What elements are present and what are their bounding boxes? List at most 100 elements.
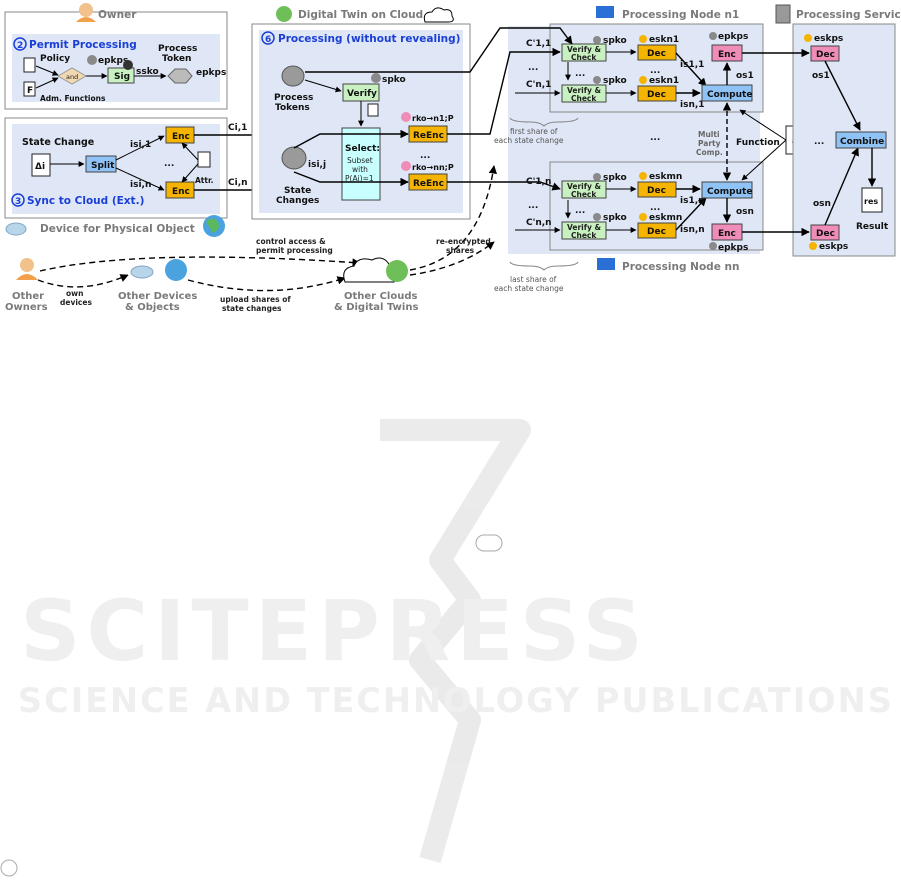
permit-number: 2 [17,41,23,51]
device-title: Device for Physical Object [40,223,195,235]
is-i1-label: isi,1 [130,140,151,150]
node1-esk-key-2 [639,76,647,84]
node1-spk-label-1: spko [603,36,627,46]
owner-title: Owner [98,9,137,21]
watermark-subtitle: SCIENCE AND TECHNOLOGY PUBLICATIONS [18,681,894,720]
noden-verify-label-1a: Verify & [567,182,602,191]
device-section: State Change Δi Split isi,1 isi,n Enc En… [4,117,228,237]
other-owners-body-icon [16,274,38,280]
service-dec-label-2: Dec [816,229,835,239]
state-change-label: State Change [22,137,94,148]
state-changes-db-icon [281,146,307,170]
mpc-label-2: Party [698,139,721,148]
own-devices-label-1: own [66,289,83,298]
corner-circle-shape [0,859,18,877]
noden-esk-key-2 [639,213,647,221]
node1-compute-label: Compute [707,90,752,100]
c-i1-label: Ci,1 [228,123,247,133]
processing-title: Processing (without revealing) [278,33,460,45]
noden-section: Processing Node nn Verify & Check Verify… [549,161,764,273]
split-label: Split [91,161,115,171]
other-devices-icon [130,265,154,279]
control-label-1: control access & [256,237,326,246]
epk-ps-key-icon [87,55,97,65]
policy-p-doc-icon [367,103,379,117]
combine-box [835,131,887,149]
node1-monitor-icon [596,6,614,18]
device-icon [5,222,27,236]
c-n1-label: C'n,1 [526,80,551,90]
bottom-section: Other Owners own devices Other Devices &… [5,165,498,313]
process-tokens-db-icon [281,65,305,87]
service-os1: os1 [812,71,830,81]
twin-globe-icon [276,6,292,22]
noden-epk-key [709,242,717,250]
policy-doc-icon [23,57,36,73]
input-dots-1: ... [528,63,538,73]
node1-esk-label-1: eskn1 [649,35,679,45]
is-ij-label: isi,j [308,160,326,170]
upload-label-2: state changes [222,304,282,313]
noden-osn: osn [736,207,754,217]
spk-o-key-icon [371,73,381,83]
noden-compute-label: Compute [707,187,752,197]
node1-verify-label-2b: Check [571,94,597,103]
attr-doc-icon [197,151,211,168]
noden-is1n: is1,n [680,196,705,206]
noden-monitor-icon [597,258,615,270]
owner-ssk-o: ssko [136,67,159,77]
adm-functions-label: Adm. Functions [40,94,106,103]
select-box [341,127,381,201]
last-share-label-1: last share of [510,275,557,284]
node1-esk-label-2: eskn1 [649,76,679,86]
first-share-brace [509,117,579,127]
state-changes-label-2: Changes [276,196,319,206]
globe-land-icon [206,218,219,233]
other-devices-globe-icon [165,259,187,281]
input-dots-2: ... [528,201,538,211]
service-esk-label-1: eskps [814,34,843,44]
noden-title: Processing Node nn [622,261,739,273]
node1-title: Processing Node n1 [622,9,739,21]
sync-title: Sync to Cloud (Ext.) [27,195,144,207]
node1-spk-key-2 [593,76,601,84]
combine-label: Combine [840,137,884,147]
sig-label: Sig [114,72,130,82]
noden-dec-box-2 [637,222,677,239]
delta-doc-icon [31,153,51,177]
service-title: Processing Service [796,9,901,21]
noden-spk-label-1: spko [603,173,627,183]
verify-label: Verify [347,89,377,99]
watermark-pill-shape [475,534,503,552]
node-mid-dots: ... [650,133,660,143]
reenc-label-2: ReEnc [413,179,444,189]
mpc-label-1: Multi [698,130,720,139]
permit-title: Permit Processing [29,39,137,51]
noden-esk-label-1: eskmn [649,172,682,182]
other-owners-label-2: Owners [5,302,48,313]
twin-dots: ... [420,151,430,161]
noden-verify-label-1b: Check [571,190,597,199]
noden-spk-label-2: spko [603,213,627,223]
c-1n-label: C'1,n [526,177,551,187]
other-owners-label-1: Other [12,291,44,302]
c-nn-label: C'n,n [526,218,552,228]
twin-title: Digital Twin on Cloud [298,9,423,21]
processing-number-badge [261,31,275,45]
watermark: SCITEPRESS SCIENCE AND TECHNOLOGY PUBLIC… [18,419,894,864]
state-changes-label-1: State [284,186,311,196]
process-token-icon [167,68,193,84]
owner-token-epk: epkps [196,68,226,78]
other-clouds-label-2: & Digital Twins [334,302,418,313]
select-text-3: P(Ai)=1 [345,174,374,183]
noden-enc-label: Enc [718,229,736,239]
service-dots: ... [814,137,824,147]
noden-epk-label: epkps [718,243,748,253]
owner-epk-ps: epkps [98,56,128,66]
node1-dots-a: ... [575,69,585,79]
server-icon [775,4,791,24]
c-in-label: Ci,n [228,178,248,188]
result-doc-icon [861,187,883,213]
noden-verify-label-2b: Check [571,231,597,240]
node1-dots-b: ... [650,66,660,76]
